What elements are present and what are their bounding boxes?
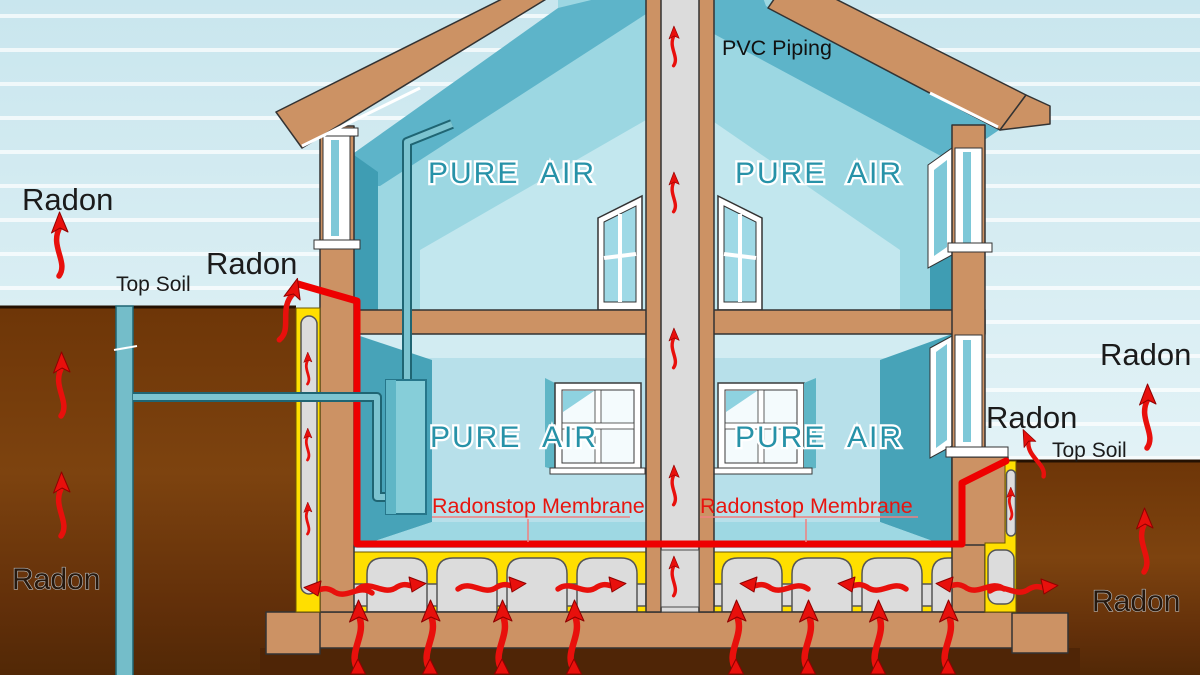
boiler-shade (386, 380, 396, 514)
left-wall-upper-window (313, 127, 361, 250)
window-ground-left (545, 378, 646, 475)
label-top-soil-left: Top Soil (116, 273, 191, 296)
soil-left (0, 308, 296, 675)
membrane-line (294, 280, 1010, 548)
label-pure-air-ground-left: PURE AIR (430, 421, 598, 454)
label-radon-sky-right: Radon (1100, 337, 1191, 372)
roof (275, 0, 1051, 149)
attic-right-window (717, 194, 763, 311)
radonstop-membrane (294, 280, 1010, 548)
central-wall-pvc-pipe (645, 0, 715, 613)
membrane-leader-right (700, 516, 918, 542)
roof-left-slope (275, 0, 547, 149)
label-top-soil-right: Top Soil (1052, 439, 1127, 462)
label-radon-soil-right: Radon (1092, 585, 1180, 618)
roof-right-eave-corner (999, 94, 1051, 131)
footing-right (1011, 612, 1069, 654)
well-pipe-break (113, 345, 138, 351)
label-pvc-piping: PVC Piping (722, 36, 832, 60)
attic-room-right (714, 0, 1002, 311)
roof-left-fascia (301, 86, 421, 148)
pvc-pipe-channel (660, 0, 700, 613)
right-wall-upper-window (947, 147, 993, 253)
window-ground-right (713, 378, 816, 475)
right-wall-lower-window (945, 334, 1009, 458)
footing-left (265, 611, 321, 655)
attic-left-side-wall (354, 155, 378, 310)
flue-pipe (404, 121, 454, 384)
right-wall (945, 124, 1017, 613)
label-radon-sky-left: Radon (22, 182, 113, 217)
central-wall-right-stud (698, 0, 715, 613)
room-right-wall-window-reveal (929, 335, 953, 459)
label-radon-wall-left: Radon (206, 246, 297, 281)
labels: Radon Radon Top Soil Radon PVC Piping PU… (11, 36, 1191, 619)
central-wall-left-stud (645, 0, 662, 613)
membrane-leader-left (432, 516, 630, 542)
attic-room-left (354, 0, 646, 311)
label-pure-air-attic-right: PURE AIR (735, 157, 903, 190)
roof-right-fascia (929, 91, 999, 129)
attic-left-far-wall (420, 120, 646, 310)
soil (0, 305, 1200, 675)
well-pipe (115, 305, 134, 675)
pvc-pipe-sump (660, 549, 700, 608)
attic-right-ceiling (714, 0, 1002, 162)
label-membrane-right: Radonstop Membrane (700, 494, 913, 518)
label-membrane-left: Radonstop Membrane (432, 494, 645, 518)
plumbing (113, 119, 454, 675)
water-supply-pipe (133, 394, 392, 500)
foundation-slab (295, 611, 1017, 649)
soil-under-house (260, 648, 1080, 675)
label-radon-wall-right: Radon (986, 400, 1077, 435)
label-radon-soil-left: Radon (12, 563, 100, 596)
label-pure-air-ground-right: PURE AIR (735, 421, 903, 454)
attic-left-ceiling (354, 0, 646, 186)
label-pure-air-attic-left: PURE AIR (428, 157, 596, 190)
ground-room-right (713, 334, 953, 548)
